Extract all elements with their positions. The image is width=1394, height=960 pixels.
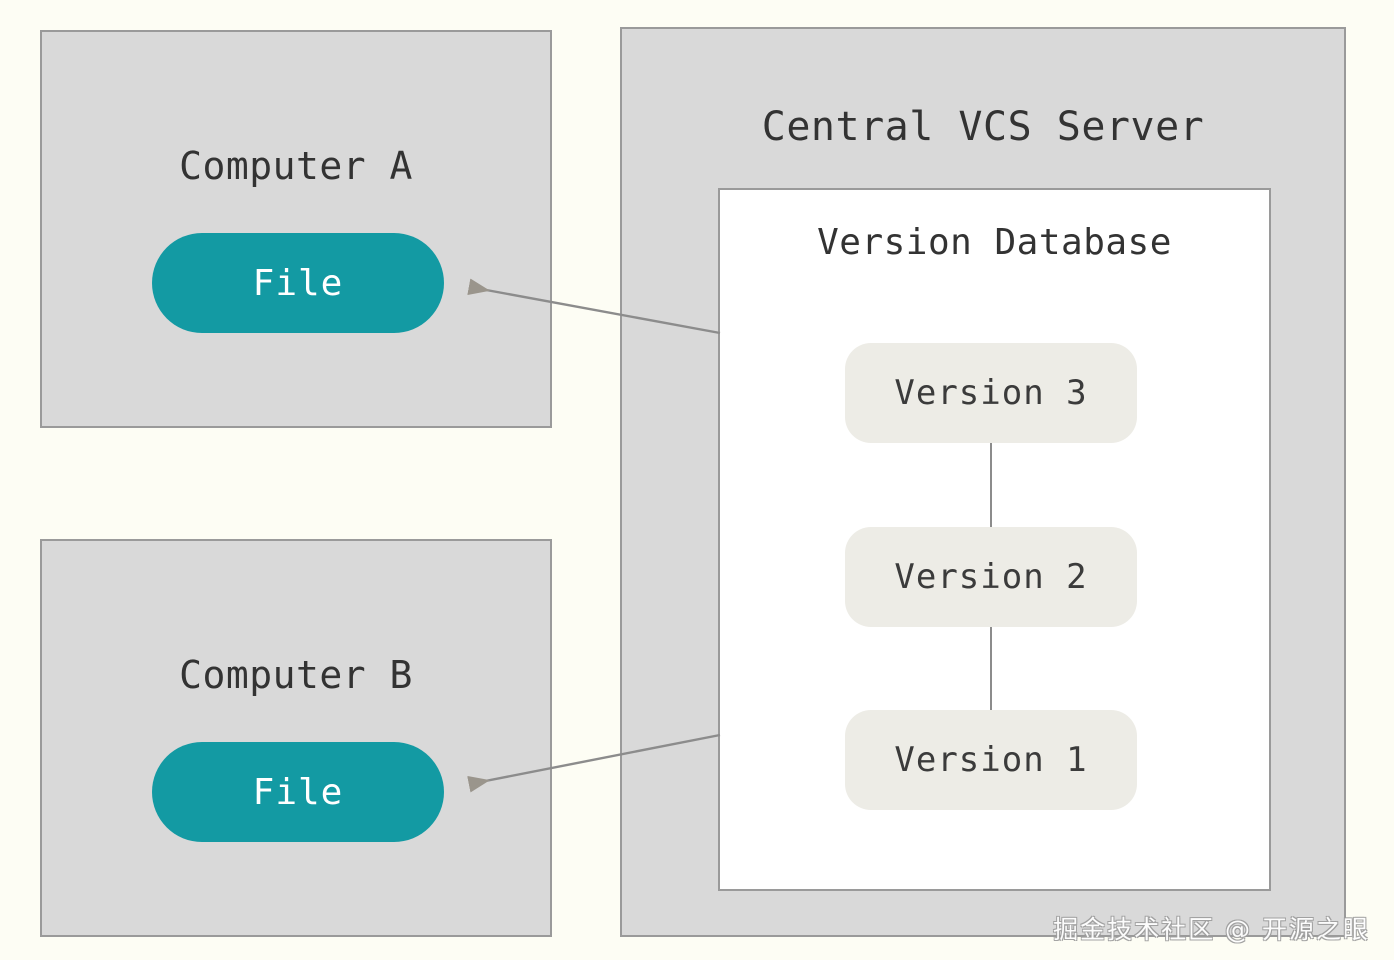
version-node-3[interactable]: Version 3 xyxy=(845,343,1137,443)
watermark: 掘金技术社区 @ 开源之眼 xyxy=(1053,915,1370,944)
computer-a-container: Computer A xyxy=(40,30,552,428)
computer-a-title: Computer A xyxy=(179,144,413,188)
version-node-1-label: Version 1 xyxy=(894,740,1088,780)
computer-b-title: Computer B xyxy=(179,653,413,697)
version-node-1[interactable]: Version 1 xyxy=(845,710,1137,810)
central-vcs-server-title: Central VCS Server xyxy=(761,104,1205,150)
version-database-title: Version Database xyxy=(817,222,1172,263)
version-node-2[interactable]: Version 2 xyxy=(845,527,1137,627)
computer-b-file-node[interactable]: File xyxy=(152,742,444,842)
computer-b-container: Computer B xyxy=(40,539,552,937)
version-node-3-label: Version 3 xyxy=(894,373,1088,413)
computer-a-file-node[interactable]: File xyxy=(152,233,444,333)
computer-a-file-label: File xyxy=(252,262,344,304)
connector-version3-version2 xyxy=(990,443,992,527)
version-node-2-label: Version 2 xyxy=(894,557,1088,597)
connector-version2-version1 xyxy=(990,627,992,710)
computer-b-file-label: File xyxy=(252,771,344,813)
